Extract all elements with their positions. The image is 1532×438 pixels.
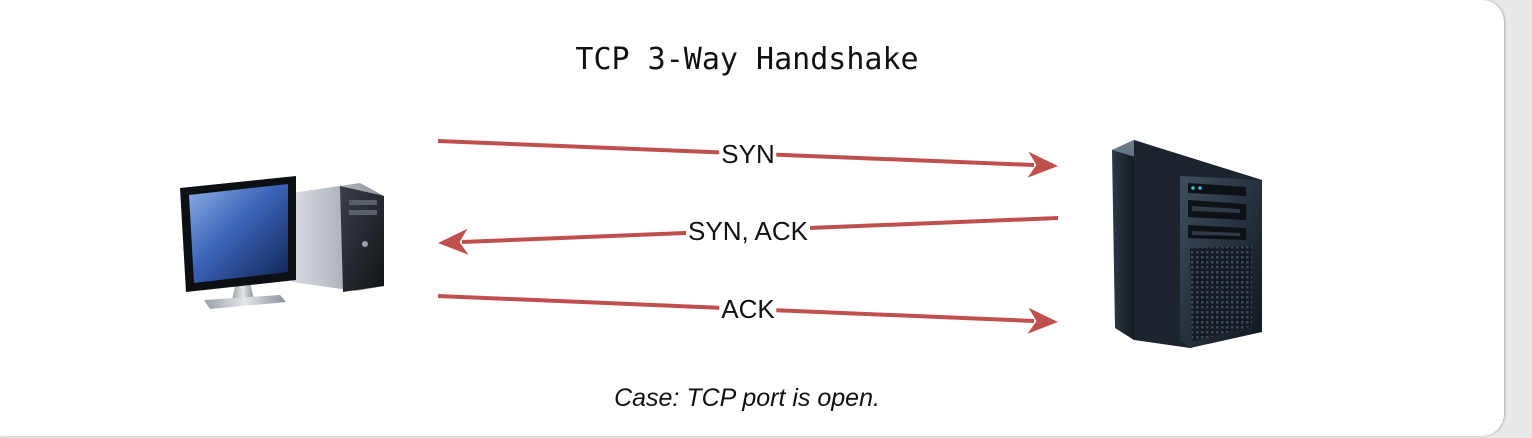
desktop-computer-icon xyxy=(180,176,384,309)
message-label-ack: ACK xyxy=(719,294,777,324)
diagram-caption: Case: TCP port is open. xyxy=(614,384,880,412)
tower-server-icon xyxy=(1112,140,1262,348)
arrow-head-1 xyxy=(1027,151,1058,178)
diagram-title: TCP 3-Way Handshake xyxy=(575,42,919,77)
message-label-syn-ack: SYN, ACK xyxy=(686,215,810,246)
message-label-syn: SYN xyxy=(719,138,777,169)
arrow-head-3 xyxy=(1027,307,1058,334)
diagram-card: TCP 3-Way Handshake xyxy=(0,0,1504,436)
arrow-head-2 xyxy=(438,228,469,255)
